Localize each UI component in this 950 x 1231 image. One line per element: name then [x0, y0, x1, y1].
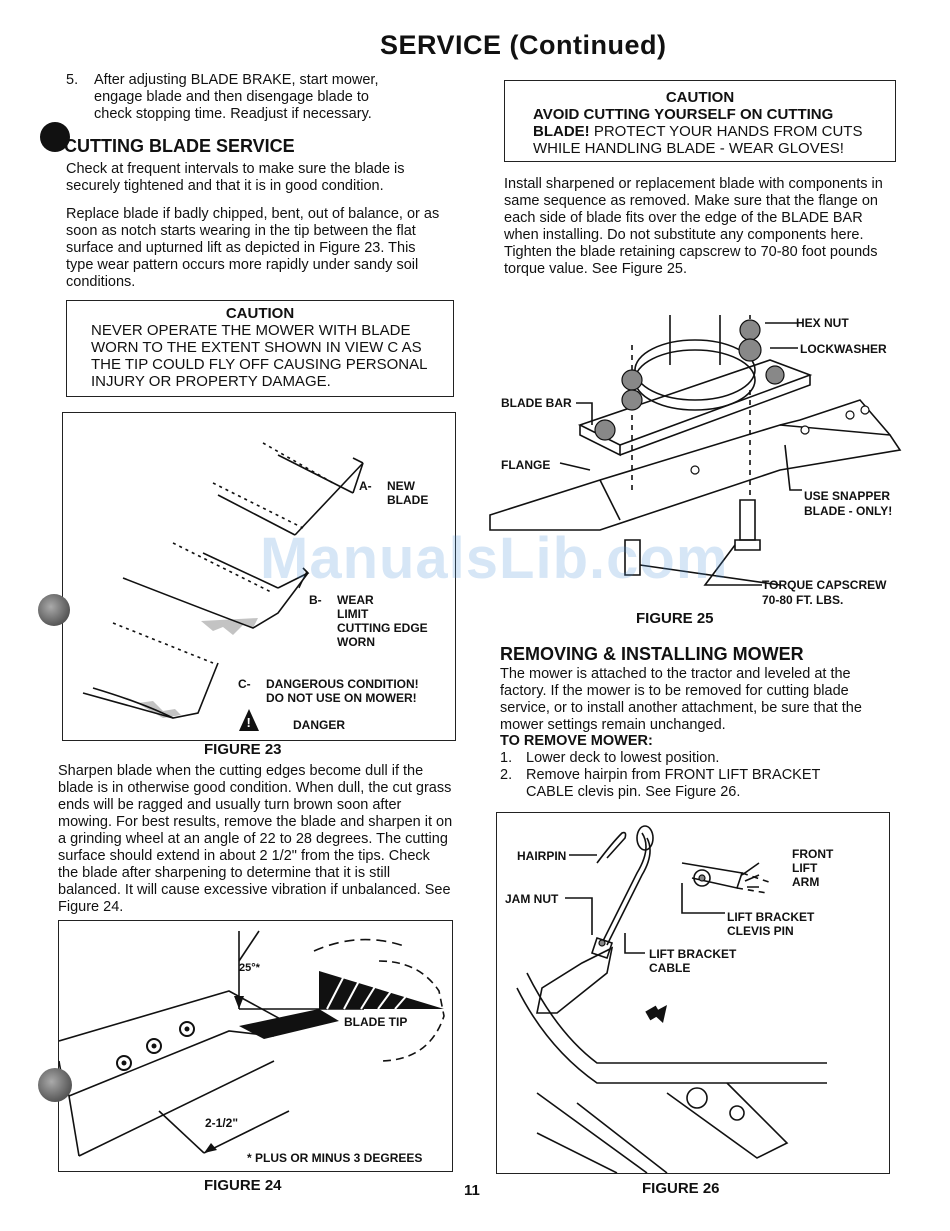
fig24-length-label: 2-1/2"	[205, 1116, 239, 1130]
binder-hole-1	[38, 594, 70, 626]
sharpen-paragraph: Sharpen blade when the cutting edges bec…	[58, 763, 453, 915]
figure-26-caption: FIGURE 26	[642, 1180, 720, 1197]
cutting-blade-para-1: Check at frequent intervals to make sure…	[66, 161, 405, 194]
right-caution-line1: AVOID CUTTING YOURSELF ON CUTTING	[533, 106, 834, 123]
remove-steps: 1. Lower deck to lowest position. 2. Rem…	[500, 750, 890, 801]
fig26-clevis-line1: LIFT BRACKET	[727, 910, 815, 924]
fig26-jam-nut-label: JAM NUT	[505, 892, 559, 906]
fig26-cable-line1: LIFT BRACKET	[649, 947, 737, 961]
fig24-angle-label: 25°*	[239, 962, 260, 974]
left-caution-box: CAUTION NEVER OPERATE THE MOWER WITH BLA…	[66, 300, 454, 397]
fig26-cable-line2: CABLE	[649, 961, 691, 975]
fig25-blade-bar-label: BLADE BAR	[501, 396, 572, 410]
fig23-danger-label: DANGER	[293, 718, 346, 732]
fig23-a-line1: NEW	[387, 479, 415, 493]
fig25-torque-line1: TORQUE CAPSCREW	[762, 578, 887, 592]
fig23-b-letter: B-	[309, 593, 322, 607]
fig25-use-snapper-line2: BLADE - ONLY!	[804, 504, 893, 518]
remove-step-1: 1. Lower deck to lowest position.	[500, 750, 890, 767]
fig25-torque-line2: 70-80 FT. LBS.	[762, 593, 844, 607]
fig26-front-line2: LIFT	[792, 861, 818, 875]
section-bullet-dot	[40, 122, 70, 152]
fig23-b-line2: LIMIT	[337, 607, 369, 621]
right-caution-line2: BLADE! PROTECT YOUR HANDS FROM CUTS	[533, 123, 895, 140]
removing-installing-heading: REMOVING & INSTALLING MOWER	[500, 644, 804, 664]
removing-paragraph: The mower is attached to the tractor and…	[500, 666, 862, 733]
step-5-text: After adjusting BLADE BRAKE, start mower…	[94, 72, 379, 122]
figure-23-box: ! A- NEW BLADE B- WEAR LIMIT CUTTING EDG…	[62, 412, 456, 741]
right-caution-line2-bold: BLADE!	[533, 123, 590, 140]
cutting-blade-service-heading: CUTTING BLADE SERVICE	[64, 136, 295, 156]
figure-25-caption: FIGURE 25	[636, 610, 714, 627]
step-5-number: 5.	[66, 72, 79, 88]
figure-26-drawing	[516, 825, 827, 1173]
figure-23-drawing: !	[82, 442, 364, 731]
fig25-hex-nut-label: HEX NUT	[796, 316, 849, 330]
figure-23-caption: FIGURE 23	[204, 741, 282, 758]
fig26-front-lift-arm-label: FRONT LIFT ARM	[792, 847, 833, 889]
fig23-c-line2: DO NOT USE ON MOWER!	[266, 691, 417, 705]
fig23-b-line4: WORN	[337, 635, 375, 649]
fig23-a-label: NEW BLADE	[387, 479, 428, 507]
figure-25-drawing	[489, 315, 902, 586]
fig25-use-snapper-line1: USE SNAPPER	[804, 489, 891, 503]
fig25-use-snapper-label: USE SNAPPER BLADE - ONLY!	[804, 489, 892, 519]
to-remove-heading: TO REMOVE MOWER:	[500, 733, 653, 749]
fig26-hairpin-label: HAIRPIN	[517, 849, 567, 863]
fig25-torque-label: TORQUE CAPSCREW 70-80 FT. LBS.	[762, 578, 886, 608]
fig23-b-line1: WEAR	[337, 593, 374, 607]
figure-26-box: HAIRPIN FRONT LIFT ARM JAM NUT LIFT BRAC…	[496, 812, 890, 1174]
fig23-b-line3: CUTTING EDGE	[337, 621, 428, 635]
step-5: 5. After adjusting BLADE BRAKE, start mo…	[66, 72, 416, 123]
svg-text:!: !	[247, 715, 251, 730]
fig26-clevis-line2: CLEVIS PIN	[727, 924, 794, 938]
remove-step-1-text: Lower deck to lowest position.	[526, 750, 720, 766]
remove-step-2: 2. Remove hairpin from FRONT LIFT BRACKE…	[500, 767, 890, 801]
fig25-lockwasher-label: LOCKWASHER	[800, 342, 887, 356]
fig25-flange-label: FLANGE	[501, 458, 551, 472]
left-caution-title: CAUTION	[225, 305, 295, 322]
fig26-front-line1: FRONT	[792, 847, 834, 861]
fig26-front-line3: ARM	[792, 875, 820, 889]
fig26-clevis-pin-label: LIFT BRACKET CLEVIS PIN	[727, 910, 814, 938]
watermark: ManualsLib.com	[260, 526, 729, 591]
fig23-b-label: WEAR LIMIT CUTTING EDGE WORN	[337, 593, 428, 649]
right-caution-line3: WHILE HANDLING BLADE - WEAR GLOVES!	[533, 140, 844, 157]
right-caution-line2-rest: PROTECT YOUR HANDS FROM CUTS	[593, 123, 863, 140]
page-title: SERVICE (Continued)	[380, 30, 667, 60]
fig23-a-letter: A-	[359, 479, 372, 493]
figure-25-drawing-area: HEX NUT LOCKWASHER BLADE BAR FLANGE USE …	[480, 305, 930, 608]
page-number: 11	[464, 1182, 480, 1199]
right-caution-title: CAUTION	[665, 89, 735, 106]
left-caution-text: NEVER OPERATE THE MOWER WITH BLADE WORN …	[91, 322, 427, 390]
fig23-c-label: DANGEROUS CONDITION! DO NOT USE ON MOWER…	[266, 677, 419, 705]
fig23-c-line1: DANGEROUS CONDITION!	[266, 677, 419, 691]
fig23-a-line2: BLADE	[387, 493, 429, 507]
figure-24-caption: FIGURE 24	[204, 1177, 282, 1194]
install-paragraph: Install sharpened or replacement blade w…	[504, 176, 883, 277]
fig24-note: * PLUS OR MINUS 3 DEGREES	[247, 1151, 423, 1165]
fig23-c-letter: C-	[238, 677, 251, 691]
figure-24-drawing	[59, 930, 445, 1157]
danger-triangle-icon	[239, 709, 259, 731]
remove-step-2-number: 2.	[500, 767, 513, 783]
remove-step-1-number: 1.	[500, 750, 513, 766]
right-caution-box: CAUTION AVOID CUTTING YOURSELF ON CUTTIN…	[504, 80, 896, 162]
remove-step-2-text: Remove hairpin from FRONT LIFT BRACKET C…	[526, 767, 821, 800]
figure-24-box: 25°* BLADE TIP 2-1/2" * PLUS OR MINUS 3 …	[58, 920, 453, 1172]
binder-hole-2	[38, 1068, 72, 1102]
cutting-blade-para-2: Replace blade if badly chipped, bent, ou…	[66, 206, 440, 290]
fig26-cable-label: LIFT BRACKET CABLE	[649, 947, 736, 975]
fig24-blade-tip-label: BLADE TIP	[344, 1015, 408, 1029]
